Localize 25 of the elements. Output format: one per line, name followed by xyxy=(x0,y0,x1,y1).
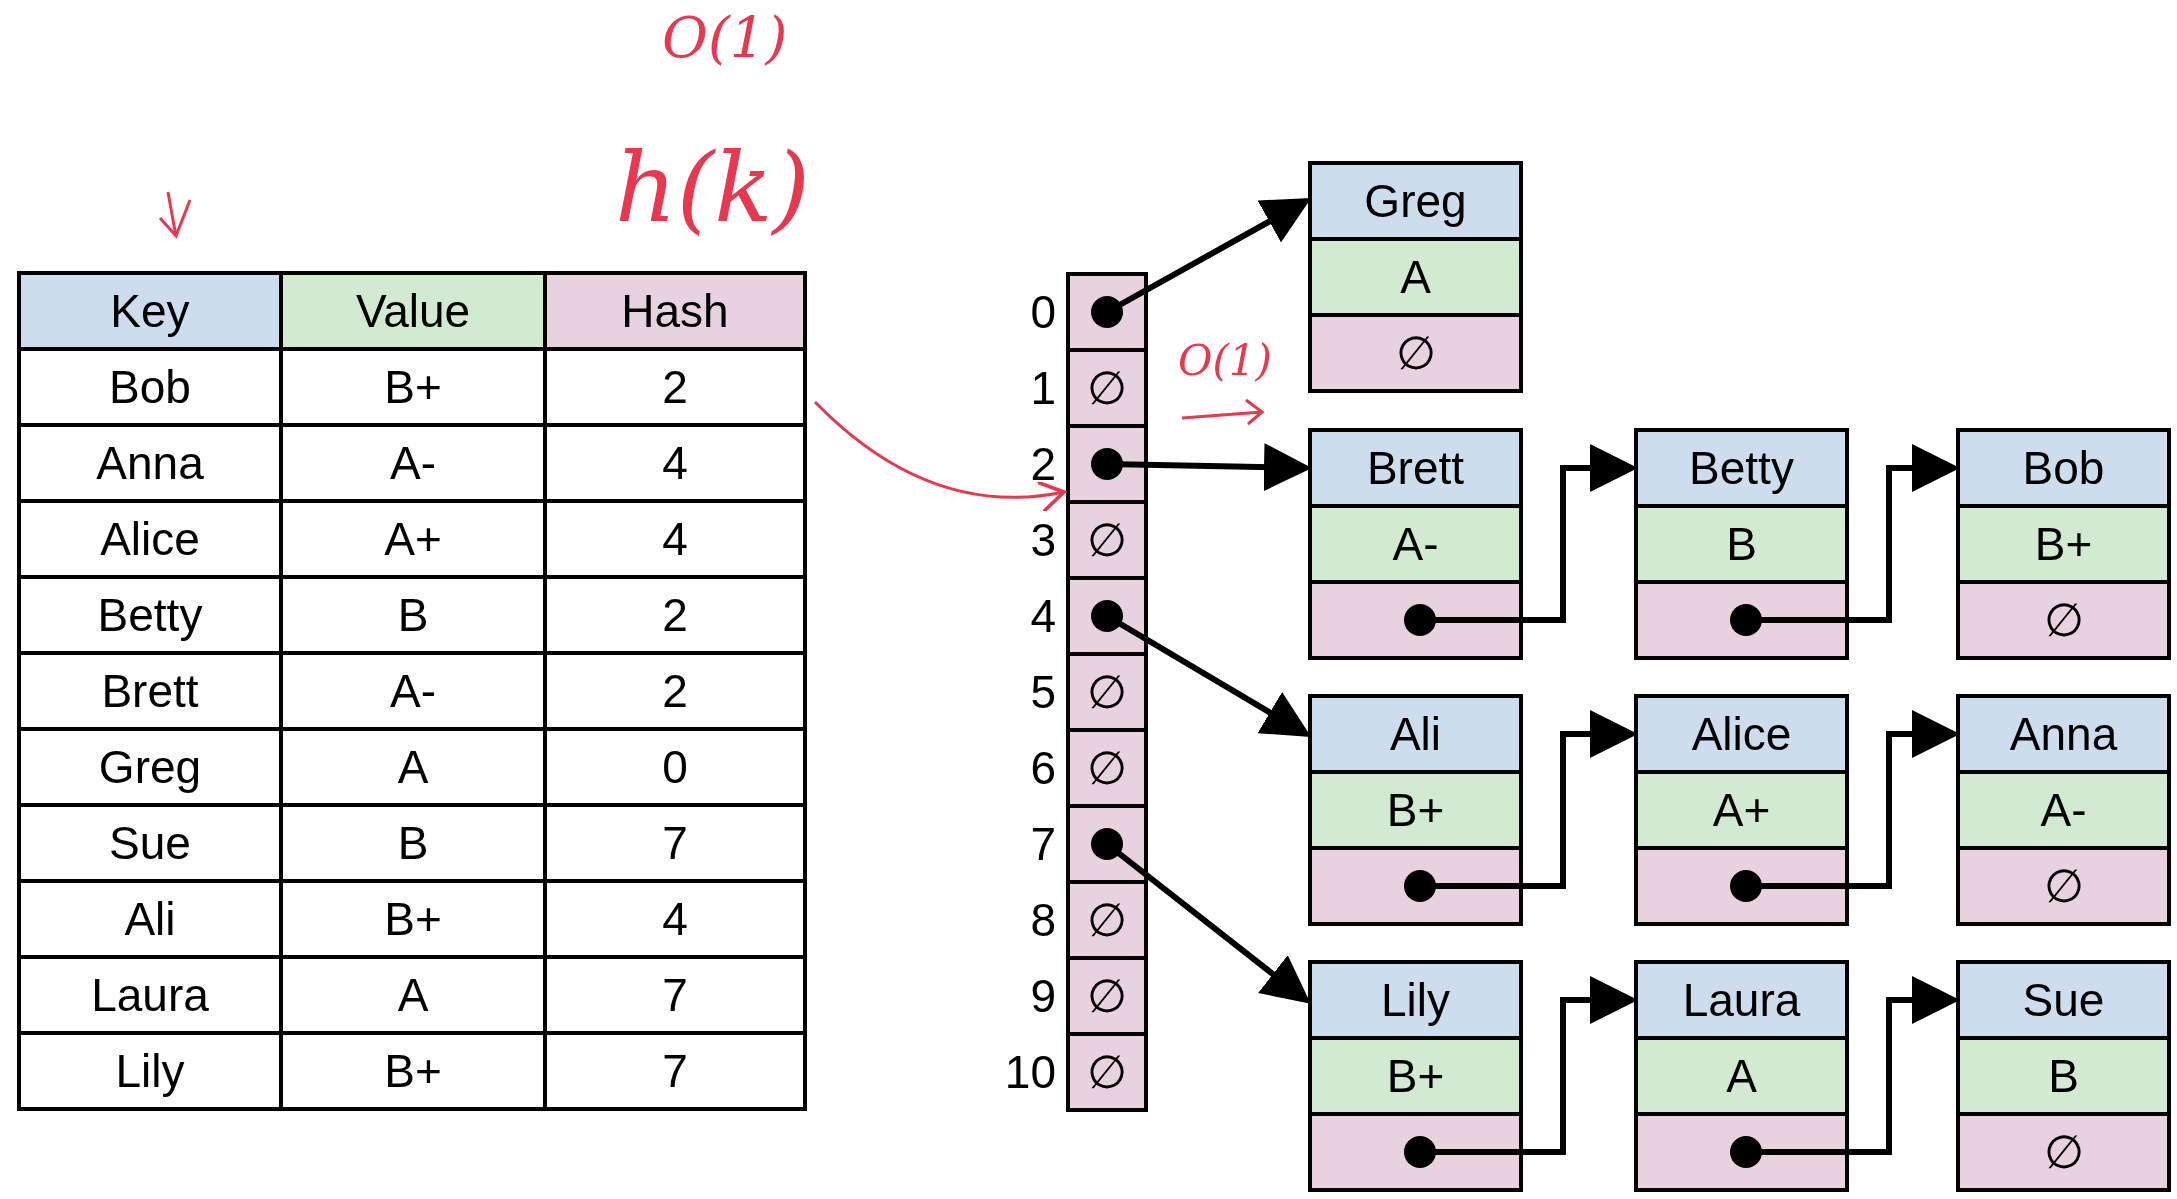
bucket-index: 3 xyxy=(1029,517,1056,563)
bucket-index: 9 xyxy=(1029,973,1056,1019)
linked-list-node xyxy=(1956,428,2171,660)
bucket-index: 0 xyxy=(1029,289,1056,335)
linked-list-node xyxy=(1308,694,1523,926)
handwritten-note: h(k) xyxy=(615,140,810,236)
bucket-index: 2 xyxy=(1029,441,1056,487)
linked-list-node xyxy=(1308,161,1523,393)
linked-list-node xyxy=(1308,428,1523,660)
linked-list-node xyxy=(1308,960,1523,1192)
bucket-index: 7 xyxy=(1029,821,1056,867)
linked-list-node xyxy=(1634,960,1849,1192)
bucket-index: 4 xyxy=(1029,593,1056,639)
handwritten-note: O(1) xyxy=(662,10,788,66)
bucket-index: 1 xyxy=(1029,365,1056,411)
bucket-index: 5 xyxy=(1029,669,1056,715)
hand-drawn-arrow xyxy=(813,400,1066,513)
bucket-index: 6 xyxy=(1029,745,1056,791)
linked-list-node xyxy=(1956,960,2171,1192)
linked-list-node xyxy=(1634,428,1849,660)
linked-list-node xyxy=(1956,694,2171,926)
handwritten-note: O(1) xyxy=(1178,340,1272,382)
bucket-index: 8 xyxy=(1029,897,1056,943)
linked-list-node xyxy=(1634,694,1849,926)
bucket-index: 10 xyxy=(1003,1049,1056,1095)
